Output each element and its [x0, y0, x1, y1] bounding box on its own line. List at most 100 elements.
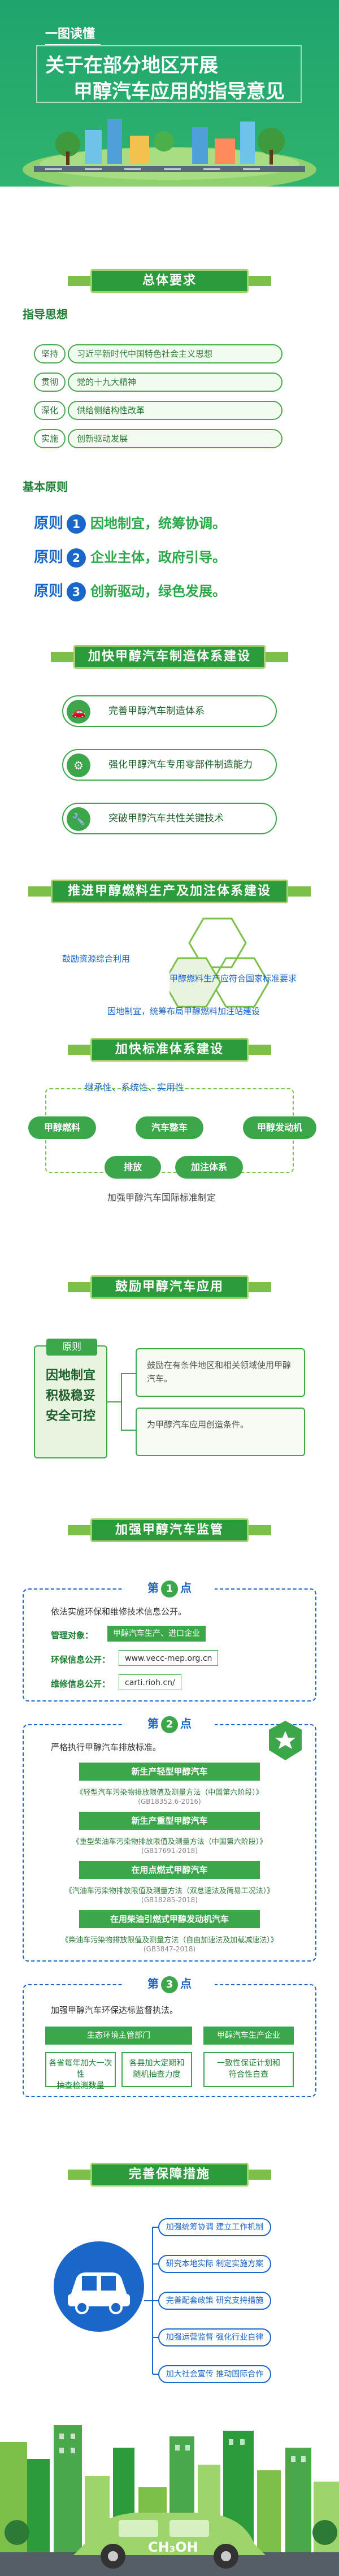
section-banner-overall: 总体要求 [68, 266, 271, 296]
standards-pill: 甲醇发动机 [243, 1116, 316, 1139]
standard-code: (GB18352.6-2016) [138, 1798, 201, 1806]
standards-principles: 继承性、系统性、实用性 [85, 1082, 185, 1093]
standard-name: 《重型柴油车污染物排放限值及测量方法（中国第六阶段）》 [72, 1838, 267, 1846]
title-frame [36, 45, 302, 103]
inspection-box: 各县加大定期和随机抽查力度 [121, 2052, 192, 2087]
fuel-text-3: 因地制宜，统筹布局甲醇燃料加注站建设 [107, 1006, 260, 1016]
guide-row: 深化 供给侧结构性改革 [34, 399, 282, 422]
safeguard-item: 研究本地实际 制定实施方案 [158, 2255, 271, 2273]
guide-text: 供给侧结构性改革 [68, 401, 282, 420]
guide-tag: 坚持 [34, 344, 66, 363]
field-value-link[interactable]: www.vecc-mep.org.cn [119, 1650, 219, 1666]
point-2-lead: 严格执行甲醇汽车排放标准。 [51, 1742, 162, 1752]
producer-heading: 甲醇汽车生产企业 [203, 2027, 294, 2045]
application-note-2: 为甲醇汽车应用创造条件。 [136, 1408, 305, 1456]
standards-caption: 加强甲醇汽车国际标准制定 [107, 1192, 216, 1203]
methanol-formula: CH₃OH [148, 2539, 198, 2555]
page-title-line1: 关于在部分地区开展 [45, 54, 218, 77]
header: 一图读懂 关于在部分地区开展 甲醇汽车应用的指导意见 [0, 0, 339, 187]
safeguard-item: 完善配套政策 研究支持措施 [158, 2292, 271, 2310]
inspection-box: 一致性保证计划和符合性自查 [203, 2052, 294, 2087]
manufacturing-item: 🚗 完善甲醇汽车制造体系 [62, 695, 277, 727]
principle-label: 原则 [34, 515, 64, 532]
gear-icon: ⚙ [67, 754, 90, 777]
principle-number: 1 [67, 514, 86, 534]
principle-label: 原则 [34, 549, 64, 566]
principles-heading: 基本原则 [23, 480, 68, 493]
field-value-link[interactable]: carti.rioh.cn/ [119, 1674, 181, 1690]
field-value: 甲醇汽车生产、进口企业 [107, 1626, 206, 1642]
standard-name: 《轻型汽车污染物排放限值及测量方法（中国第六阶段）》 [76, 1789, 263, 1797]
guide-tag: 深化 [34, 401, 66, 420]
guide-text: 习近平新时代中国特色社会主义思想 [68, 344, 282, 363]
manufacturing-text: 完善甲醇汽车制造体系 [108, 705, 205, 717]
section-banner-manufacturing: 加快甲醇汽车制造体系建设 [51, 642, 288, 672]
guide-row: 实施 创新驱动发展 [34, 427, 282, 451]
safeguard-item: 加强运营监督 强化行业自律 [158, 2328, 271, 2346]
section-banner-supervision: 加强甲醇汽车监管 [68, 1515, 271, 1545]
inspection-box: 各省每年加大一次性抽查检测数量 [45, 2052, 116, 2090]
field-label: 管理对象： [51, 1630, 94, 1640]
application-note-1: 鼓励在有条件地区和相关领域使用甲醇汽车。 [136, 1348, 305, 1397]
fuel-text-1: 鼓励资源综合利用 [62, 954, 131, 964]
safeguard-item: 加大社会宣传 推动国际合作 [158, 2365, 271, 2383]
vehicle-category-bar: 在用点燃式甲醇汽车 [79, 1861, 260, 1879]
standard-name: 《柴油车污染物排放限值及测量方法（自由加速法及加载减速法）》 [61, 1936, 278, 1945]
principle-text: 企业主体，政府引导。 [90, 549, 227, 565]
vehicle-category-bar: 新生产轻型甲醇汽车 [79, 1763, 260, 1781]
application-connector [107, 1373, 136, 1431]
guide-tag: 实施 [34, 429, 66, 448]
read-tag: 一图读懂 [45, 24, 101, 45]
wrench-icon: 🔧 [67, 807, 90, 831]
principle-text: 因地制宜，统筹协调。 [90, 516, 227, 531]
field-label: 维修信息公开： [51, 1679, 111, 1689]
guide-text: 党的十九大精神 [68, 373, 282, 392]
standards-pill: 加注体系 [175, 1156, 243, 1179]
badge-icon [269, 1721, 302, 1760]
section-title-application: 鼓励甲醇汽车应用 [115, 1280, 224, 1294]
section-banner-standards: 加快标准体系建设 [68, 1034, 271, 1065]
section-title-standards: 加快标准体系建设 [115, 1042, 224, 1057]
page-title-line2: 甲醇汽车应用的指导意见 [73, 80, 285, 103]
hex-cluster [169, 917, 270, 1008]
principle-number: 2 [67, 548, 86, 568]
footer-city: CH₃OH [0, 2391, 339, 2576]
car-icon: 🚗 [67, 700, 90, 724]
field-label: 环保信息公开： [51, 1655, 111, 1665]
guide-row: 坚持 习近平新时代中国特色社会主义思想 [34, 342, 282, 366]
standard-code: (GB3847-2018) [143, 1945, 196, 1953]
principle-label: 原则 [34, 583, 64, 600]
point-3-lead: 加强甲醇汽车环保达标监督执法。 [51, 2005, 179, 2015]
standard-code: (GB17691-2018) [141, 1847, 198, 1855]
principle-text: 创新驱动，绿色发展。 [90, 583, 227, 599]
application-principle-card: 原则 因地制宜 积极稳妥 安全可控 [34, 1339, 107, 1458]
section-title-supervision: 加强甲醇汽车监管 [115, 1523, 224, 1537]
regulator-heading: 生态环境主管部门 [45, 2027, 192, 2045]
section-banner-fuel: 推进甲醇燃料生产及加注体系建设 [28, 876, 311, 907]
section-title-overall: 总体要求 [142, 274, 197, 288]
point-1-lead: 依法实施环保和维修技术信息公开。 [51, 1607, 187, 1617]
header-landscape [23, 119, 316, 187]
guide-row: 贯彻 党的十九大精神 [34, 370, 282, 394]
standards-pill: 汽车整车 [136, 1116, 203, 1139]
manufacturing-text: 强化甲醇汽车专用零部件制造能力 [108, 759, 253, 770]
guide-text: 创新驱动发展 [68, 429, 282, 448]
vehicle-category-bar: 在用柴油引燃式甲醇发动机汽车 [79, 1910, 260, 1928]
standards-pill: 排放 [105, 1156, 161, 1179]
safeguard-connector [144, 2227, 161, 2375]
manufacturing-item: 🔧 突破甲醇汽车共性关键技术 [62, 803, 277, 834]
section-banner-safeguards: 完善保障措施 [68, 2159, 271, 2190]
car-icon [54, 2241, 144, 2332]
standards-pill: 甲醇燃料 [28, 1116, 96, 1139]
section-title-manufacturing: 加快甲醇汽车制造体系建设 [88, 650, 251, 664]
application-line: 因地制宜 [45, 1369, 95, 1383]
guide-tag: 贯彻 [34, 373, 66, 392]
section-title-safeguards: 完善保障措施 [128, 2167, 210, 2181]
standard-code: (GB18285-2018) [141, 1896, 198, 1904]
application-label: 原则 [46, 1339, 97, 1356]
